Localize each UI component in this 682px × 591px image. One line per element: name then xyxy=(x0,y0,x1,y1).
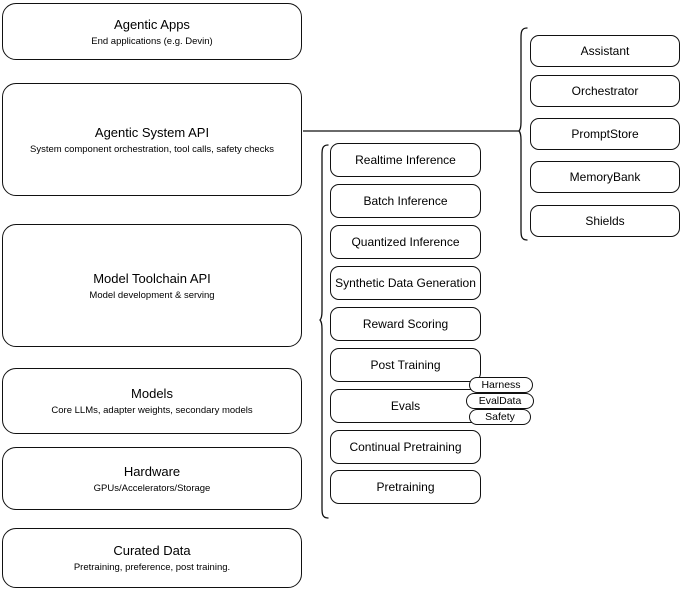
layer-subtitle: Core LLMs, adapter weights, secondary mo… xyxy=(51,405,253,416)
layer-title: Curated Data xyxy=(113,543,191,558)
capability-label: Quantized Inference xyxy=(351,234,460,249)
capability-pretraining[interactable]: Pretraining xyxy=(330,470,481,504)
component-promptstore[interactable]: PromptStore xyxy=(530,118,680,150)
component-label: Orchestrator xyxy=(571,83,639,98)
capability-label: Reward Scoring xyxy=(362,316,449,331)
layer-subtitle: Pretraining, preference, post training. xyxy=(73,562,231,573)
capability-batch-inference[interactable]: Batch Inference xyxy=(330,184,481,218)
capability-label: Realtime Inference xyxy=(355,152,456,167)
eval-pill-safety[interactable]: Safety xyxy=(469,409,531,425)
brace-toolchain-capabilities xyxy=(319,144,329,519)
component-label: MemoryBank xyxy=(569,169,641,184)
capability-continual-pretraining[interactable]: Continual Pretraining xyxy=(330,430,481,464)
layer-agentic-apps[interactable]: Agentic Apps End applications (e.g. Devi… xyxy=(2,3,302,60)
layer-subtitle: GPUs/Accelerators/Storage xyxy=(93,482,211,494)
eval-pill-label: EvalData xyxy=(478,394,522,407)
capability-label: Batch Inference xyxy=(363,193,448,208)
capability-label: Post Training xyxy=(370,357,441,372)
layer-model-toolchain-api[interactable]: Model Toolchain API Model development & … xyxy=(2,224,302,347)
capability-realtime-inference[interactable]: Realtime Inference xyxy=(330,143,481,177)
layer-agentic-system-api[interactable]: Agentic System API System component orch… xyxy=(2,83,302,196)
component-memorybank[interactable]: MemoryBank xyxy=(530,161,680,193)
layer-title: Agentic Apps xyxy=(114,16,190,32)
layer-subtitle: System component orchestration, tool cal… xyxy=(30,143,274,155)
component-label: Shields xyxy=(585,213,625,228)
capability-label: Continual Pretraining xyxy=(349,439,462,454)
capability-label: Evals xyxy=(390,398,421,413)
eval-pill-label: Safety xyxy=(485,410,515,423)
layer-hardware[interactable]: Hardware GPUs/Accelerators/Storage xyxy=(2,447,302,510)
component-label: Assistant xyxy=(580,43,630,58)
component-orchestrator[interactable]: Orchestrator xyxy=(530,75,680,107)
capability-synthetic-data-generation[interactable]: Synthetic Data Generation xyxy=(330,266,481,300)
component-assistant[interactable]: Assistant xyxy=(530,35,680,67)
brace-system-components xyxy=(518,27,528,241)
layer-title: Hardware xyxy=(123,463,181,479)
layer-subtitle: Model development & serving xyxy=(89,289,215,301)
layer-title: Models xyxy=(131,386,173,401)
capability-post-training[interactable]: Post Training xyxy=(330,348,481,382)
component-label: PromptStore xyxy=(571,126,639,141)
capability-reward-scoring[interactable]: Reward Scoring xyxy=(330,307,481,341)
layer-title: Agentic System API xyxy=(94,124,210,140)
capability-label: Pretraining xyxy=(376,479,435,494)
eval-pill-label: Harness xyxy=(481,378,521,391)
capability-evals[interactable]: Evals xyxy=(330,389,481,423)
component-shields[interactable]: Shields xyxy=(530,205,680,237)
layer-curated-data[interactable]: Curated Data Pretraining, preference, po… xyxy=(2,528,302,588)
layer-models[interactable]: Models Core LLMs, adapter weights, secon… xyxy=(2,368,302,434)
layer-subtitle: End applications (e.g. Devin) xyxy=(91,35,213,47)
eval-pill-harness[interactable]: Harness xyxy=(469,377,533,393)
layer-title: Model Toolchain API xyxy=(93,270,211,286)
capability-quantized-inference[interactable]: Quantized Inference xyxy=(330,225,481,259)
eval-pill-evaldata[interactable]: EvalData xyxy=(466,393,534,409)
capability-label: Synthetic Data Generation xyxy=(335,275,476,290)
